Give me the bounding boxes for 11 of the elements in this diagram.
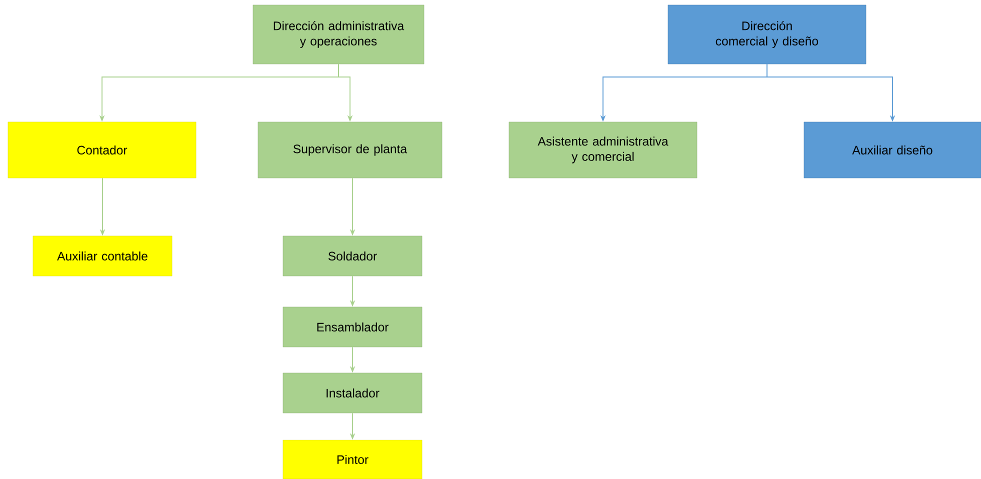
- org-box: Supervisor de planta: [258, 122, 442, 178]
- org-box: Dirección administrativa y operaciones: [252, 4, 424, 64]
- org-box: Asistente administrativa y comercial: [508, 122, 698, 178]
- org-box: Dirección comercial y diseño: [668, 4, 866, 64]
- org-box: Auxiliar contable: [32, 236, 172, 276]
- org-box: Auxiliar diseño: [804, 122, 981, 178]
- org-box: Instalador: [282, 372, 422, 414]
- org-box: Pintor: [282, 440, 422, 479]
- org-box: Ensamblador: [282, 306, 422, 348]
- org-box: Contador: [8, 122, 196, 178]
- org-box: Soldador: [282, 236, 422, 276]
